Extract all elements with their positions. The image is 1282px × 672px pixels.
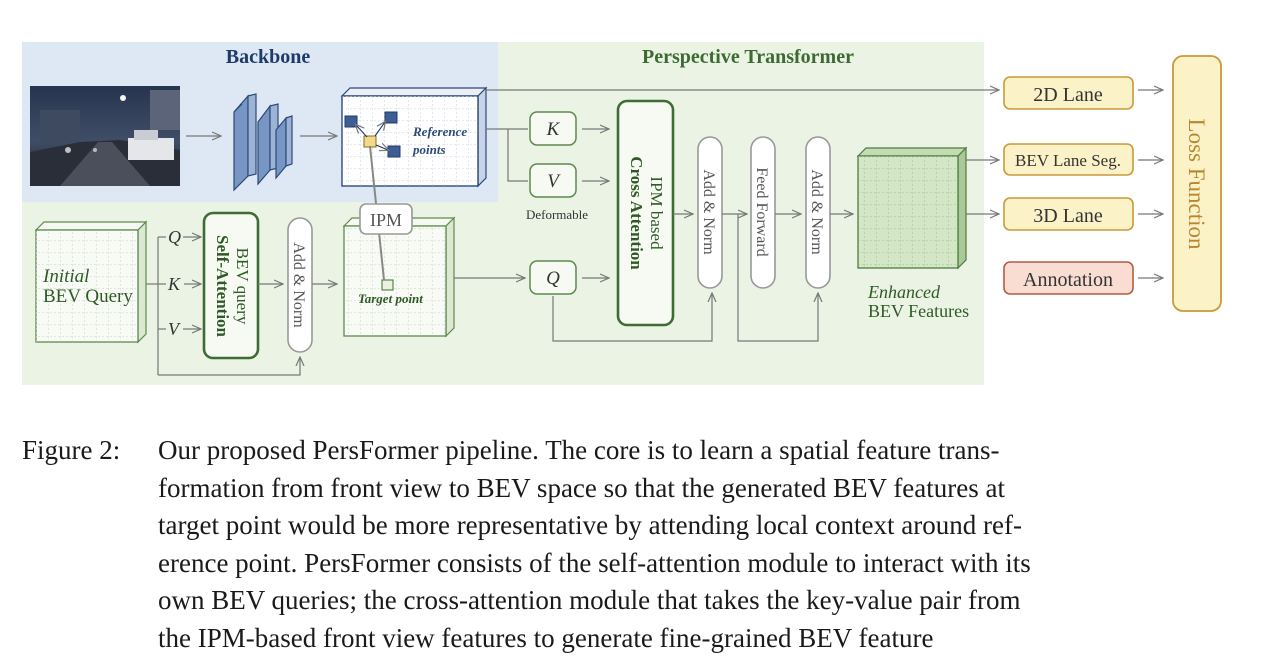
k-label-cross: K [546, 119, 561, 140]
loss-function-label: Loss Function [1184, 119, 1209, 250]
enhanced-label: Enhanced [867, 282, 941, 302]
q-label-self: Q [168, 227, 181, 247]
deformable-label: Deformable [526, 207, 588, 222]
output-bev-lane-seg-label: BEV Lane Seg. [1015, 151, 1121, 170]
feed-forward-module [750, 136, 776, 289]
q-box [529, 260, 577, 295]
bev-feature-map [342, 216, 456, 338]
add-norm-label-2: Add & Norm [700, 169, 717, 255]
feed-forward-label: Feed Forward [753, 167, 770, 256]
annotation-box [1003, 261, 1134, 295]
cross-attention-label-1: IPM based [647, 176, 666, 250]
output-3d-lane-box [1003, 197, 1134, 231]
add-norm-label-1: Add & Norm [290, 242, 307, 328]
perspective-transformer-title: Perspective Transformer [642, 46, 854, 68]
caption-text: Our proposed PersFormer pipeline. The co… [158, 432, 1232, 658]
output-2d-lane-label: 2D Lane [1033, 84, 1103, 106]
output-bev-lane-seg-box [1003, 143, 1134, 176]
q-label-cross: Q [546, 268, 560, 289]
caption-line: Our proposed PersFormer pipeline. The co… [158, 435, 1000, 465]
self-attention-module [202, 211, 260, 360]
bev-features-label: BEV Features [868, 301, 969, 321]
backbone-lower-strip [22, 202, 498, 208]
reference-points [344, 111, 401, 158]
add-norm-module-1 [287, 217, 313, 353]
caption-line: the IPM-based front view features to gen… [158, 622, 934, 653]
self-attention-label-2: Self-Attention [213, 235, 232, 338]
caption-label: Figure 2: [22, 435, 121, 465]
initial-bev-query-block [34, 220, 148, 344]
v-box [529, 163, 577, 198]
loss-function-box [1172, 55, 1222, 312]
front-view-image [30, 86, 180, 186]
v-label-cross: V [547, 171, 561, 192]
pipeline-diagram: Backbone Perspective Transformer [22, 42, 1222, 385]
k-label-self: K [167, 274, 181, 294]
ipm-box [359, 203, 413, 235]
caption-line: target point would be more representativ… [158, 510, 1022, 541]
caption-line: erence point. PersFormer consists of the… [158, 547, 1031, 578]
k-box [529, 111, 577, 146]
output-3d-lane-label: 3D Lane [1033, 205, 1103, 227]
add-norm-module-3 [805, 136, 831, 289]
target-point-label: Target point [358, 291, 423, 306]
enhanced-bev-features-block [856, 146, 968, 270]
figure-caption: Figure 2: Our proposed PersFormer pipeli… [22, 432, 1232, 658]
reference-points-label-2: points [412, 142, 446, 157]
annotation-label: Annotation [1023, 269, 1113, 291]
add-norm-module-2 [697, 136, 723, 289]
reference-points-label-1: Reference [412, 124, 467, 139]
backbone-title: Backbone [226, 46, 311, 68]
initial-label: Initial [42, 266, 89, 287]
caption-line: own BEV queries; the cross-attention mod… [158, 585, 1021, 616]
v-label-self: V [168, 319, 181, 339]
ipm-label: IPM [370, 210, 402, 230]
cross-attention-module [616, 99, 675, 327]
bev-query-label: BEV Query [43, 286, 133, 307]
pipeline-figure: Backbone Perspective Transformer [22, 42, 1222, 385]
caption-line: formation from front view to BEV space s… [158, 472, 1005, 503]
add-norm-label-3: Add & Norm [808, 169, 825, 255]
output-2d-lane-box [1003, 76, 1134, 110]
target-point-marker [381, 279, 394, 291]
self-attention-label-1: BEV query [233, 248, 252, 325]
cross-attention-label-2: Cross Attention [627, 156, 646, 270]
backbone-cnn-layers [233, 93, 293, 192]
